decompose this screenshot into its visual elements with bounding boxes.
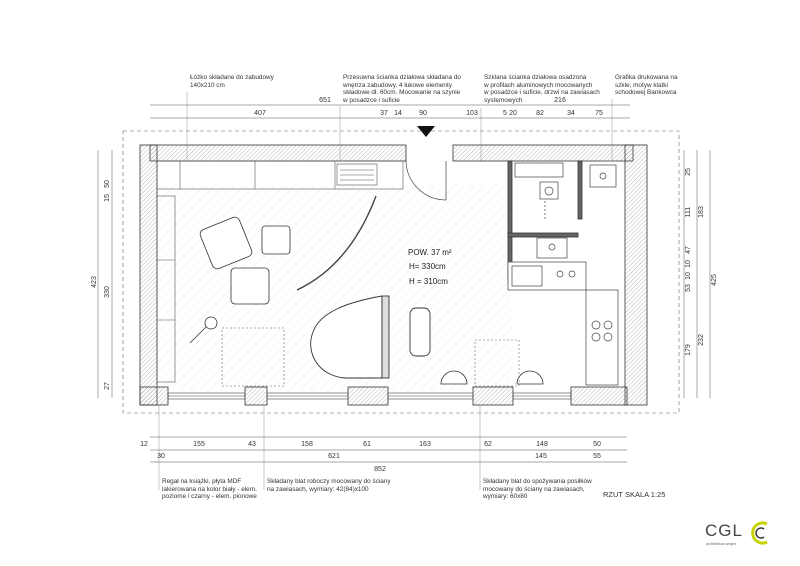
dim-top-total-2: 216 (554, 97, 566, 104)
scale-label: RZUT SKALA 1:25 (603, 490, 666, 499)
dim-bottom: 158 (301, 441, 313, 448)
dim-top: 5 (503, 110, 507, 117)
building-outline (122, 130, 680, 414)
entrance-door (405, 126, 447, 201)
dim-top: 103 (466, 110, 478, 117)
dim-bottom: 43 (248, 441, 256, 448)
dim-top: 34 (567, 110, 575, 117)
logo-tagline: architektura wnętrz (706, 542, 737, 546)
stools (440, 370, 544, 385)
dim-bottom: 145 (535, 453, 547, 460)
dim-right-mid: 183 (698, 206, 705, 218)
dim-bottom: 61 (363, 441, 371, 448)
dim-bottom: 163 (419, 441, 431, 448)
dim-top: 90 (419, 110, 427, 117)
dim-bottom: 621 (328, 453, 340, 460)
dim-bottom: 55 (593, 453, 601, 460)
dim-right: 111 (685, 207, 692, 218)
dim-bottom-total: 852 (374, 466, 386, 473)
logo-mark-icon (751, 521, 768, 545)
note-dining-table: Składany blat do spożywania posiłków moc… (483, 478, 592, 501)
dim-right-outer: 425 (711, 274, 718, 286)
note-sliding-partition: Przesuwna ścianka działowa składana do w… (343, 74, 461, 104)
note-bookshelf: Regał na książki, płyta MDF lakierowana … (162, 478, 257, 501)
grand-piano (310, 295, 431, 379)
walls (139, 144, 648, 406)
dim-right: 47 (685, 246, 692, 254)
dim-bottom: 148 (536, 441, 548, 448)
built-in-cabinets (156, 160, 404, 190)
room-height-2: H = 310cm (409, 277, 448, 286)
dim-bottom: 30 (157, 453, 165, 460)
sliding-partition (296, 195, 377, 291)
windows (167, 392, 572, 400)
cgl-logo: CGL architektura wnętrz (705, 521, 775, 549)
room-label: POW. 37 m² H= 330cm H = 310cm (408, 248, 452, 286)
dim-right: 10 (685, 260, 692, 268)
dim-right: 53 (685, 284, 692, 292)
dim-bottom: 62 (484, 441, 492, 448)
bookshelf (156, 195, 176, 383)
note-folding-bed: Łóżko składane do zabudowy 140x210 cm (190, 74, 274, 89)
folding-tables (221, 327, 520, 387)
dimension-lines (97, 104, 711, 463)
dim-top: 20 (509, 110, 517, 117)
dim-left-outer: 423 (91, 276, 98, 288)
dim-left: 27 (104, 382, 111, 390)
note-glass-partition: Szklana ścianka działowa osadzona w prof… (484, 74, 600, 104)
dim-top-total-1: 651 (319, 97, 331, 104)
note-work-desk: Składany blat roboczy mocowany do ściany… (267, 478, 391, 493)
dim-right: 10 (685, 272, 692, 280)
logo-name: CGL (705, 521, 743, 540)
dim-bottom: 12 (140, 441, 148, 448)
note-leaders (158, 92, 613, 490)
dim-top: 75 (595, 110, 603, 117)
bathroom (514, 162, 617, 259)
dim-bottom: 50 (593, 441, 601, 448)
room-area: POW. 37 m² (408, 248, 452, 257)
dim-top: 82 (536, 110, 544, 117)
dim-bottom: 155 (193, 441, 205, 448)
dim-top: 407 (254, 110, 266, 117)
lounge-furniture (189, 216, 291, 344)
dim-left: 50 (104, 180, 111, 188)
dim-left: 15 (104, 194, 111, 202)
room-height-1: H= 330cm (409, 262, 446, 271)
kitchen (507, 261, 619, 386)
dim-right: 179 (685, 344, 692, 356)
entrance-arrow-icon (417, 126, 435, 137)
note-printed-glass: Grafika drukowana na szkle; motyw klatki… (615, 74, 678, 97)
dim-right: 25 (685, 168, 692, 176)
dim-left: 330 (104, 286, 111, 298)
dim-top: 14 (394, 110, 402, 117)
dimension-labels: 651 216 407 37 14 90 103 5 20 82 34 75 1… (91, 97, 718, 473)
dim-top: 37 (380, 110, 388, 117)
dim-right-mid: 232 (698, 334, 705, 346)
